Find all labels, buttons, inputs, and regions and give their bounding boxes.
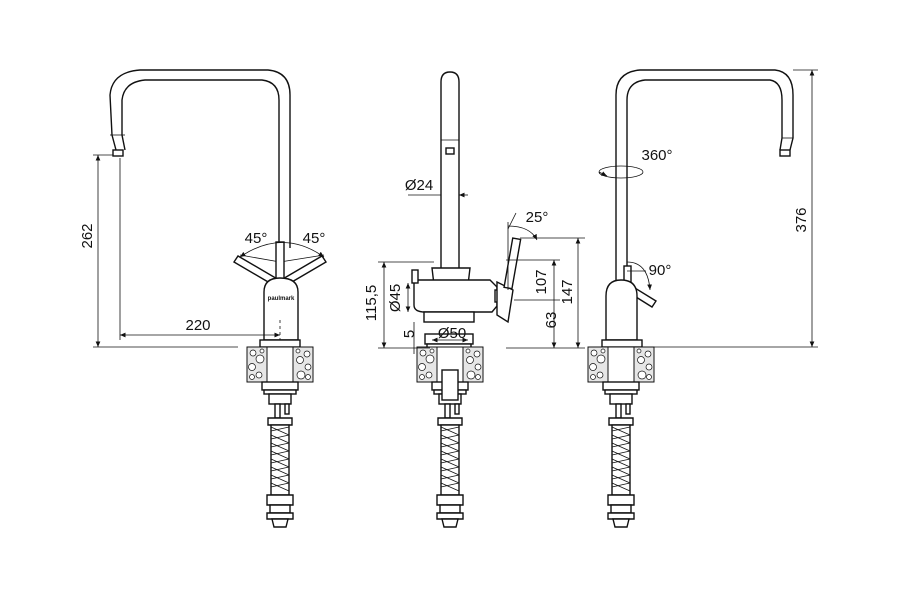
side-lever-base: 63 (543, 312, 560, 329)
side-lever (503, 212, 538, 290)
side-lever-angle: 25° (526, 209, 549, 226)
rear-total-height: 376 (793, 207, 810, 232)
side-base-diameter: Ø50 (438, 325, 466, 342)
brand-logo: paulmark (268, 296, 295, 302)
side-body-diameter: Ø45 (387, 284, 404, 312)
rear-rotation: 360° (641, 147, 672, 164)
front-height-label: 262 (79, 223, 96, 248)
side-base-thickness: 5 (401, 330, 418, 338)
side-lever-height: 107 (533, 269, 550, 294)
side-spout-diameter: Ø24 (405, 177, 433, 194)
front-angle-left: 45° (245, 230, 268, 247)
front-view: paulmark 262 220 45° 45° (79, 69, 327, 528)
front-angle-right: 45° (303, 230, 326, 247)
rear-view: 360° 90° 376 (587, 69, 818, 528)
front-reach-label: 220 (185, 317, 210, 334)
side-total-lever: 147 (559, 279, 576, 304)
side-height-body: 115,5 (363, 285, 380, 321)
side-view: Ø24 25° 115,5 Ø45 5 Ø50 147 107 63 (363, 71, 585, 528)
rear-lever-angle: 90° (649, 262, 672, 279)
